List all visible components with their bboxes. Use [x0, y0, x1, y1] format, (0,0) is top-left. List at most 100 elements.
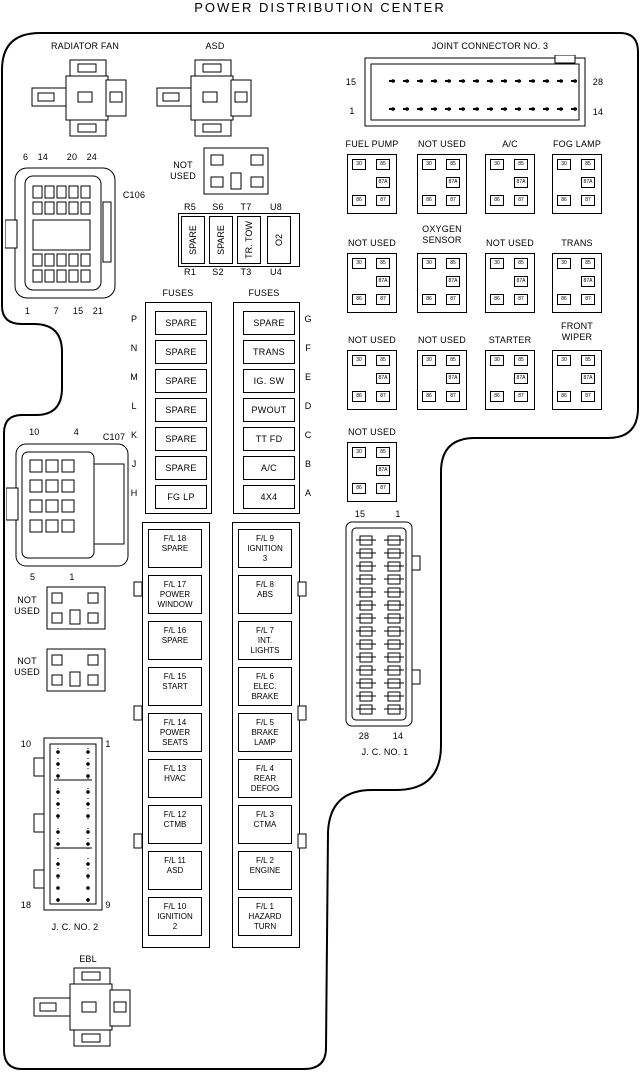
jc3-pin-tail — [445, 80, 451, 82]
jc2-pin — [56, 802, 60, 806]
not-used-b-label: NOT USED — [14, 656, 40, 677]
relay-pin-30: 30 — [422, 258, 436, 269]
jc2-pin — [56, 862, 60, 866]
jc1-pin-1: 1 — [395, 509, 401, 519]
fuses_right-fuse: TT FD — [243, 427, 295, 451]
relay-pin-86: 86 — [422, 391, 436, 402]
relay-pin-86: 86 — [490, 294, 504, 305]
relay-label: NOT USED — [348, 238, 396, 248]
jc2-pin — [86, 750, 90, 754]
mini-fuse-bottom-label: T3 — [240, 267, 252, 277]
relay-pin-87a: 87A — [446, 177, 460, 188]
mini-fuse-bottom-label: R1 — [184, 267, 196, 277]
jc1-pin-28: 28 — [358, 731, 370, 741]
mini-fuse: TR. TOW — [237, 216, 261, 264]
fuses_left-letter: N — [130, 343, 138, 353]
relay-label: STARTER — [488, 335, 532, 345]
fuses_right-fuse: A/C — [243, 456, 295, 480]
relay-pin-87a: 87A — [581, 276, 595, 287]
jc2-pin-18: 18 — [20, 900, 32, 910]
maxi-block-tabs — [133, 581, 307, 849]
jc3-pin-tail — [501, 80, 507, 82]
fuses_left-fuse: SPARE — [155, 311, 207, 335]
relay-label: A/C — [502, 139, 518, 149]
relay-pin-86: 86 — [352, 195, 366, 206]
relay-pin-85: 85 — [514, 258, 528, 269]
relay-pin-87: 87 — [514, 195, 528, 206]
jc2-pin — [86, 790, 90, 794]
ebl-relay — [33, 967, 131, 1047]
relay-pin-30: 30 — [352, 447, 366, 458]
fuses_right-letter: B — [304, 459, 311, 469]
relay-pin-87: 87 — [581, 294, 595, 305]
jc3-pin-tail — [403, 108, 409, 110]
jc3-pin-1: 1 — [349, 106, 355, 116]
relay-pin-86: 86 — [422, 195, 436, 206]
jc3-pin-tail — [473, 108, 479, 110]
jc1-label: J. C. NO. 1 — [361, 747, 409, 757]
jc2-pin — [86, 802, 90, 806]
jc3-pin-tail — [515, 80, 521, 82]
jc3-pin-tail — [459, 108, 465, 110]
mini-fuse-top-label: S6 — [212, 202, 224, 212]
jc2-pin — [56, 842, 60, 846]
radiator-fan-relay — [31, 59, 127, 137]
fuses_left-fuse: SPARE — [155, 369, 207, 393]
fuses_left-fuse: SPARE — [155, 398, 207, 422]
mini-fuse-label: TR. TOW — [244, 221, 254, 259]
relay-pin-87: 87 — [581, 195, 595, 206]
jc2-label: J. C. NO. 2 — [51, 922, 99, 932]
relay-label: NOT USED — [486, 238, 534, 248]
relay-pin-87: 87 — [376, 391, 390, 402]
mini-fuse-top-label: T7 — [240, 202, 252, 212]
jc2-pin-10: 10 — [20, 739, 32, 749]
relay-pin-30: 30 — [557, 159, 571, 170]
not-used-b-relay — [46, 648, 106, 692]
relay-label: FOG LAMP — [552, 139, 602, 149]
jc3-label: JOINT CONNECTOR NO. 3 — [431, 41, 549, 51]
maxi_left-fuse: F/L 11 ASD — [148, 851, 202, 890]
jc3-connector — [364, 55, 586, 127]
relay-pin-30: 30 — [490, 159, 504, 170]
relay-pin-86: 86 — [352, 391, 366, 402]
jc2-pin — [86, 774, 90, 778]
fuses_left-fuse: FG LP — [155, 485, 207, 509]
jc3-pin-tail — [389, 80, 395, 82]
jc2-pin — [86, 874, 90, 878]
mini-fuse-label: O2 — [274, 234, 284, 247]
jc3-pin-tail — [459, 80, 465, 82]
jc2-pin — [56, 814, 60, 818]
relay-pin-30: 30 — [557, 355, 571, 366]
fuses_right-fuse: TRANS — [243, 340, 295, 364]
maxi_left-fuse: F/L 10 IGNITION 2 — [148, 897, 202, 936]
jc3-pin-tail — [431, 108, 437, 110]
relay-pin-86: 86 — [422, 294, 436, 305]
fuses_right-fuse: 4X4 — [243, 485, 295, 509]
maxi_left-fuse: F/L 16 SPARE — [148, 621, 202, 660]
relay-pin-87: 87 — [581, 391, 595, 402]
relay-pin-87a: 87A — [514, 177, 528, 188]
jc3-pin-tail — [403, 80, 409, 82]
jc3-pin-tail — [445, 108, 451, 110]
jc2-connector — [33, 737, 103, 911]
jc3-pin-tail — [557, 80, 563, 82]
jc3-pin-tail — [529, 80, 535, 82]
relay-pin-85: 85 — [446, 355, 460, 366]
maxi_left-fuse: F/L 12 CTMB — [148, 805, 202, 844]
relay-pin-87a: 87A — [376, 276, 390, 287]
asd-label: ASD — [205, 41, 225, 51]
fuses_right-letter: G — [304, 314, 312, 324]
c107-connector — [6, 443, 129, 567]
c106-top-pins: 6 14 20 24 — [22, 152, 98, 162]
fuses-left-header: FUSES — [162, 288, 194, 298]
